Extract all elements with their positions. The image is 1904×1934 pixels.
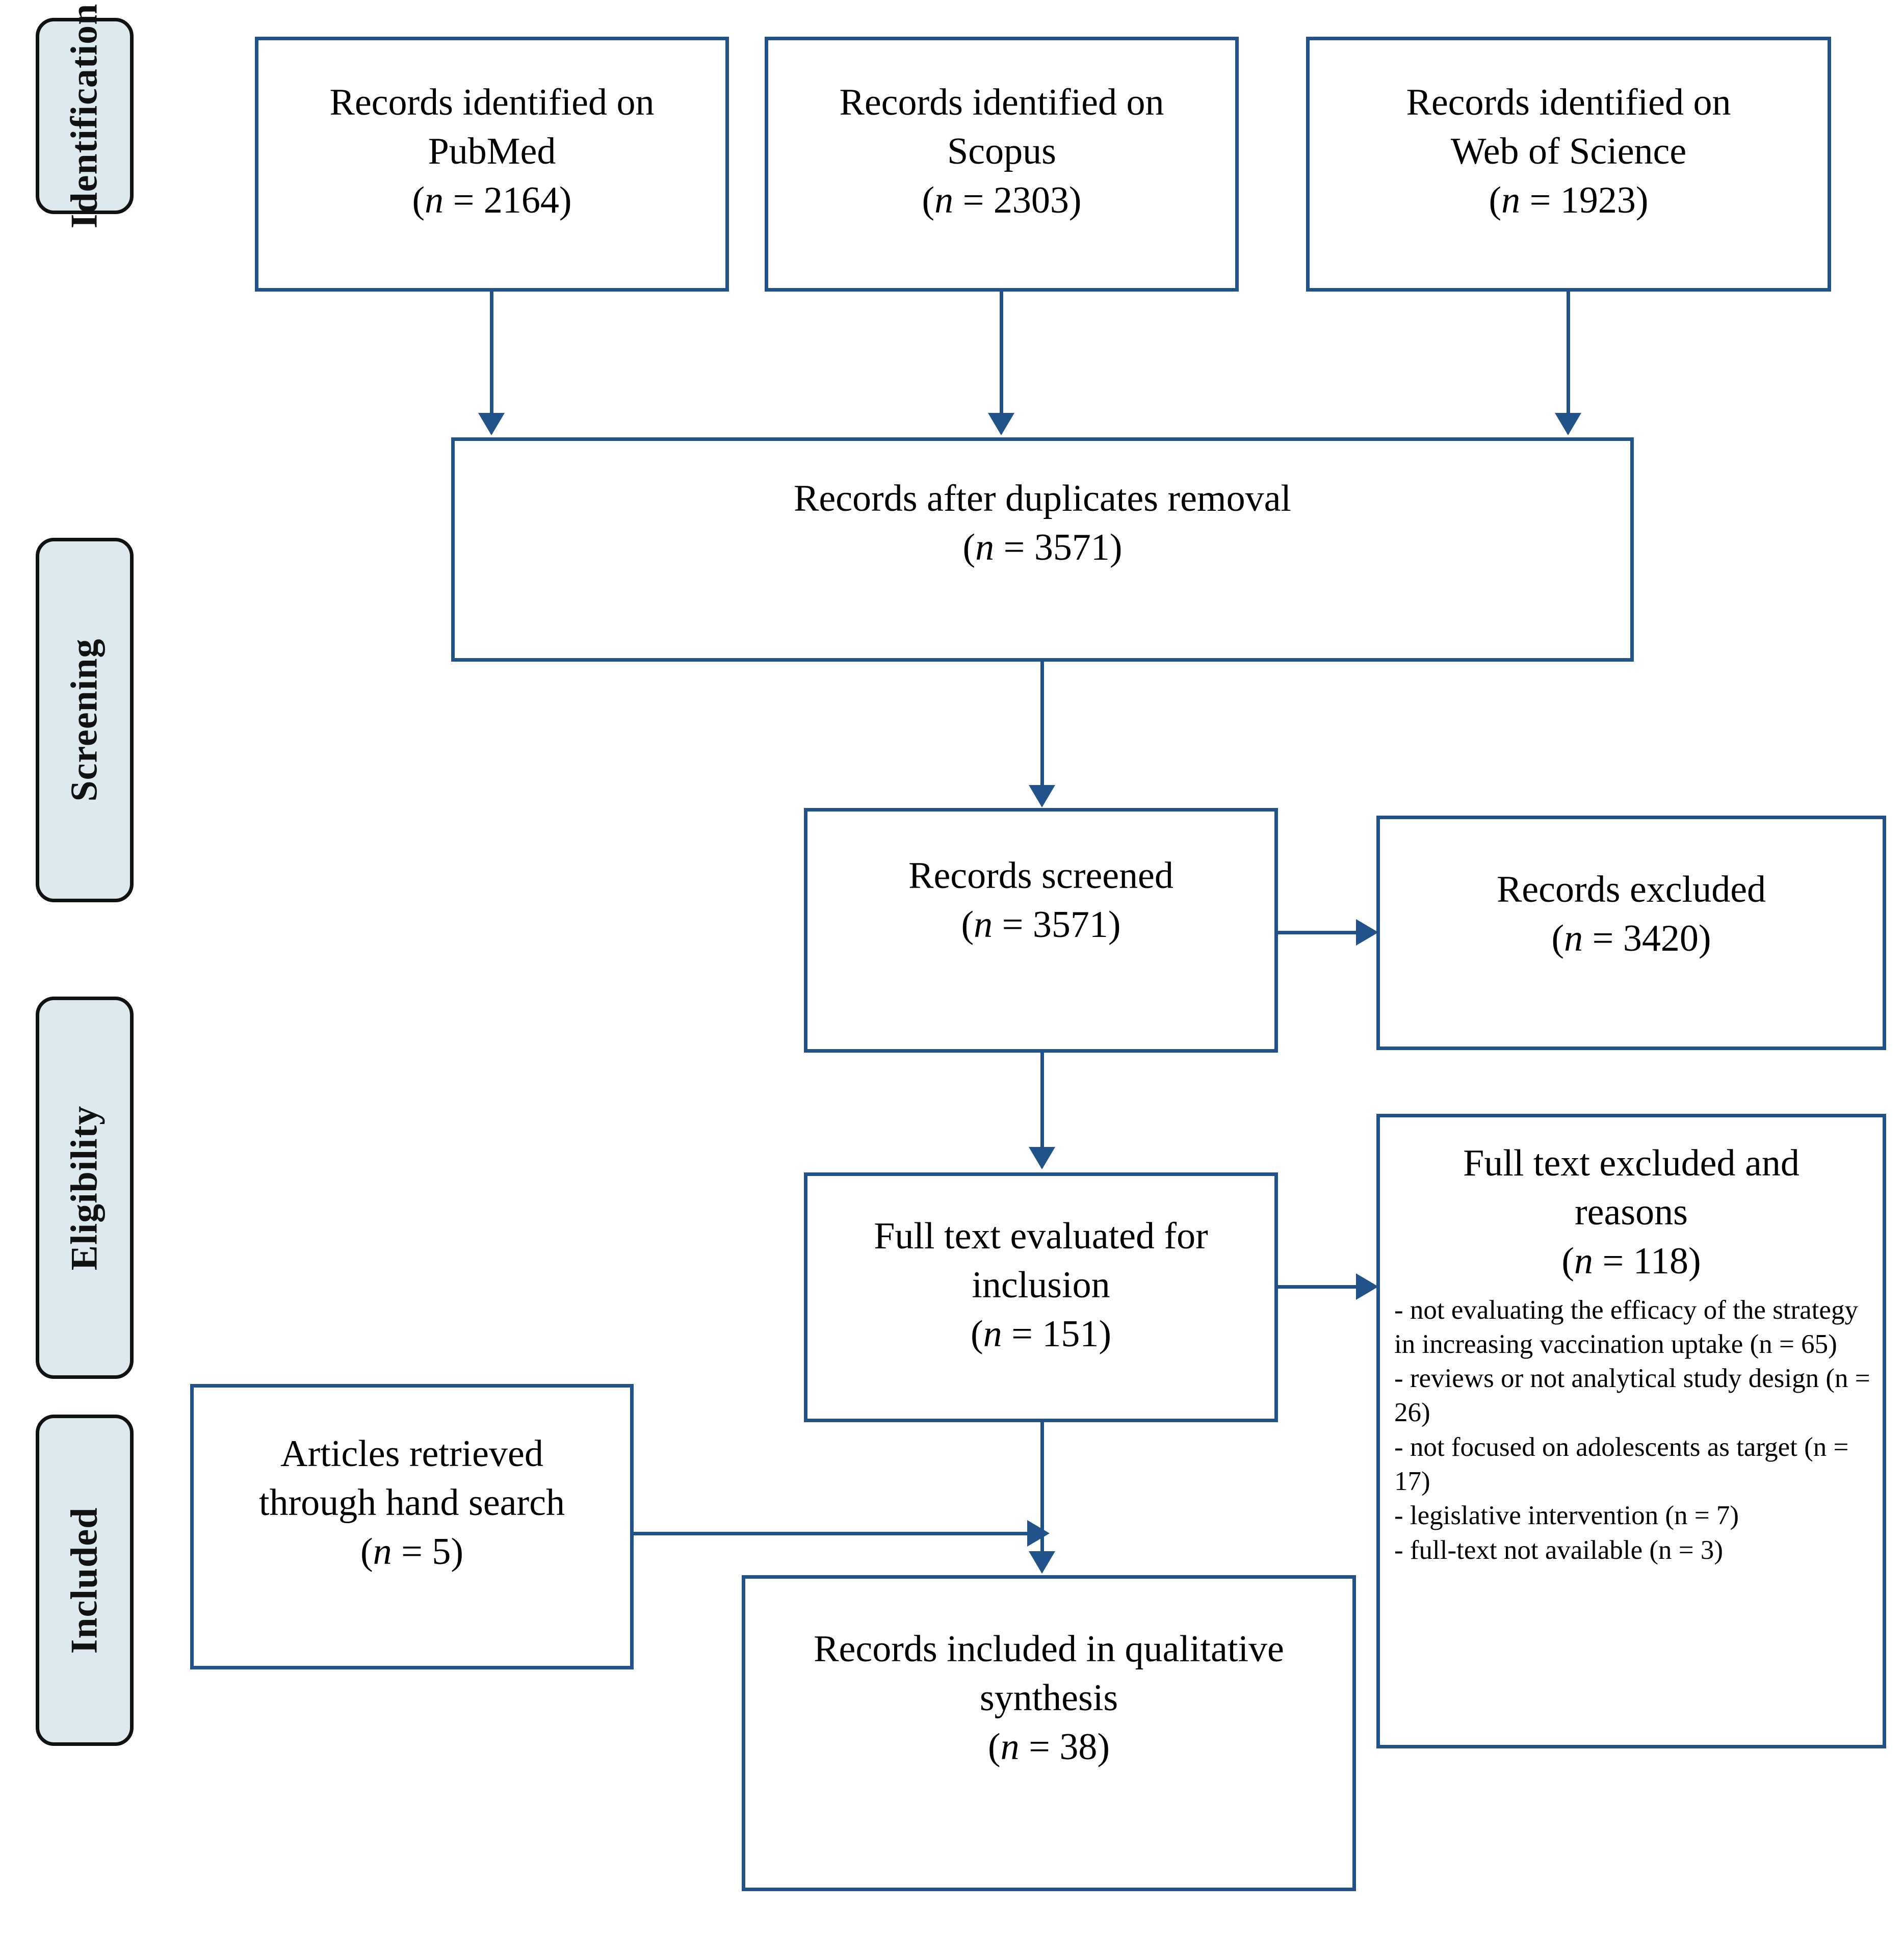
connector-dedup-to-screened [1040, 662, 1044, 787]
arrowhead-pubmed-to-dedup [478, 413, 505, 435]
handsearch-line-2: through hand search [258, 1482, 565, 1524]
arrowhead-dedup-to-screened [1029, 785, 1055, 807]
fulltext-line-1: Full text evaluated for [874, 1215, 1208, 1257]
scopus-line-2: Scopus [947, 130, 1056, 173]
screened-line-1: Records screened [908, 855, 1173, 897]
box-records-included-qualitative-synthesis: Records included in qualitative synthesi… [742, 1575, 1356, 1891]
box-records-after-duplicates-removal: Records after duplicates removal (n = 35… [451, 437, 1634, 662]
arrowhead-screened-to-excluded [1356, 919, 1378, 946]
box-full-text-excluded-and-reasons: Full text excluded and reasons (n = 118)… [1376, 1114, 1886, 1748]
pubmed-count: (n = 2164) [412, 179, 572, 222]
arrowhead-screened-to-fulltext [1029, 1147, 1055, 1169]
arrowhead-scopus-to-dedup [988, 413, 1014, 435]
box-records-pubmed: Records identified on PubMed (n = 2164) [255, 37, 729, 292]
exclusion-reason-item: - reviews or not analytical study design… [1394, 1364, 1870, 1428]
included-count: (n = 38) [987, 1726, 1110, 1768]
stage-chip-identification: Identification [36, 4, 134, 228]
stage-chip-screening: Screening [36, 538, 134, 902]
arrowhead-wos-to-dedup [1555, 413, 1581, 435]
arrowhead-fulltext-to-included [1029, 1551, 1055, 1574]
exclusion-reason-item: - full-text not available (n = 3) [1394, 1535, 1724, 1565]
pubmed-line-1: Records identified on [329, 82, 655, 123]
dedup-count: (n = 3571) [962, 527, 1123, 569]
connector-handsearch-to-included [634, 1532, 1044, 1535]
excluded-line-1: Records excluded [1496, 869, 1766, 910]
box-records-excluded: Records excluded (n = 3420) [1376, 816, 1886, 1050]
connector-scopus-to-dedup [1000, 292, 1003, 416]
box-articles-hand-search: Articles retrieved through hand search (… [190, 1384, 634, 1669]
connector-pubmed-to-dedup [490, 292, 493, 416]
connector-wos-to-dedup [1567, 292, 1570, 416]
box-records-screened: Records screened (n = 3571) [804, 808, 1278, 1053]
wos-line-2: Web of Science [1450, 130, 1687, 173]
scopus-count: (n = 2303) [922, 179, 1082, 222]
connector-fulltext-to-included [1040, 1422, 1044, 1567]
box-records-web-of-science: Records identified on Web of Science (n … [1306, 37, 1831, 292]
connector-fulltext-to-excluded-reasons [1278, 1285, 1360, 1289]
wos-line-1: Records identified on [1406, 82, 1731, 123]
dedup-line-1: Records after duplicates removal [794, 478, 1291, 519]
fulltext-line-2: inclusion [972, 1264, 1110, 1306]
excluded-reasons-count: (n = 118) [1561, 1240, 1701, 1283]
exclusion-reason-item: - not evaluating the efficacy of the str… [1394, 1295, 1858, 1359]
box-records-scopus: Records identified on Scopus (n = 2303) [765, 37, 1239, 292]
connector-screened-to-fulltext [1040, 1053, 1044, 1152]
box-full-text-evaluated: Full text evaluated for inclusion (n = 1… [804, 1172, 1278, 1422]
excluded-reasons-line-2: reasons [1575, 1191, 1688, 1234]
stage-chip-eligibility: Eligibility [36, 997, 134, 1379]
excluded-count: (n = 3420) [1551, 918, 1711, 960]
stage-label-eligibility: Eligibility [63, 1105, 106, 1270]
arrowhead-fulltext-to-excluded-reasons [1356, 1273, 1378, 1300]
included-line-1: Records included in qualitative [814, 1628, 1284, 1670]
exclusion-reason-item: - not focused on adolescents as target (… [1394, 1432, 1849, 1497]
exclusion-reason-list: - not evaluating the efficacy of the str… [1380, 1293, 1883, 1567]
stage-label-included: Included [63, 1507, 106, 1654]
exclusion-reason-item: - legislative intervention (n = 7) [1394, 1501, 1739, 1531]
scopus-line-1: Records identified on [839, 82, 1164, 123]
connector-screened-to-excluded [1278, 931, 1360, 934]
handsearch-count: (n = 5) [360, 1531, 464, 1573]
included-line-2: synthesis [979, 1677, 1118, 1719]
excluded-reasons-line-1: Full text excluded and [1463, 1142, 1799, 1184]
pubmed-line-2: PubMed [428, 130, 556, 173]
wos-count: (n = 1923) [1489, 179, 1649, 222]
fulltext-count: (n = 151) [970, 1313, 1112, 1355]
stage-label-identification: Identification [63, 3, 106, 229]
screened-count: (n = 3571) [961, 904, 1121, 946]
stage-label-screening: Screening [63, 638, 106, 802]
arrowhead-handsearch-to-included [1027, 1520, 1050, 1547]
handsearch-line-1: Articles retrieved [280, 1433, 543, 1475]
stage-chip-included: Included [36, 1415, 134, 1746]
